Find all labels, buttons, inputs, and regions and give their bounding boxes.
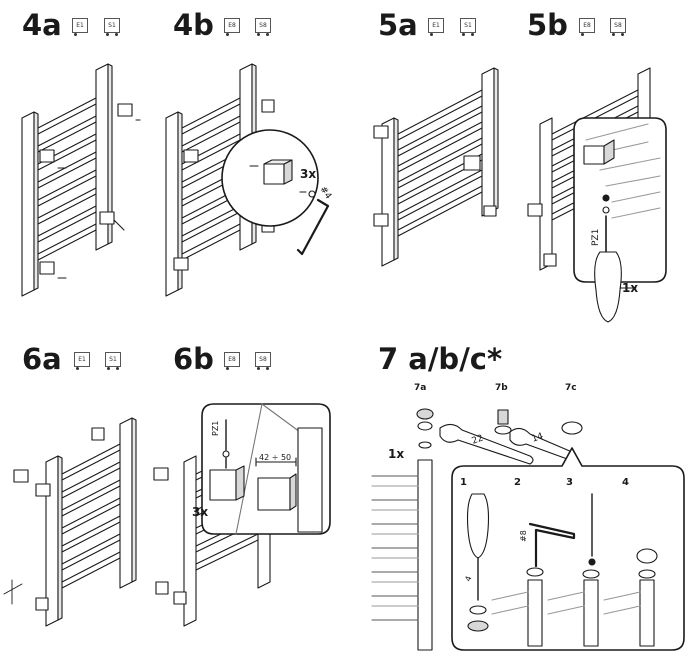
step-7-illustration xyxy=(371,408,685,651)
hex-key-icon xyxy=(296,198,330,256)
code-e1-5a: E1 xyxy=(428,18,444,36)
bracket-4a xyxy=(39,103,133,275)
code-s1-6a: S1 xyxy=(105,352,121,370)
code-s8-6b: S8 xyxy=(255,352,271,370)
sub-step-3: 3 xyxy=(566,477,573,488)
qty-1x-7: 1x xyxy=(388,447,404,461)
tool-size-4b: #4 xyxy=(317,185,333,202)
code-e1-6a: E1 xyxy=(74,352,90,370)
cap-7c-icon xyxy=(561,421,583,435)
code-s1-4a: S1 xyxy=(104,18,120,36)
code-s8-4b: S8 xyxy=(255,18,271,36)
code-s8-5b: S8 xyxy=(610,18,626,36)
dimension-6b: 42 ÷ 50 xyxy=(259,453,291,462)
step-title-5b: 5b xyxy=(527,8,568,42)
radiator-4a-tubes xyxy=(37,97,97,261)
step-title-7: 7 a/b/c* xyxy=(378,342,503,376)
step-title-6b: 6b xyxy=(173,342,214,376)
wrench-size-14: 14 xyxy=(531,431,545,444)
sub-step-2: 2 xyxy=(514,477,521,488)
code-e8-4b: E8 xyxy=(224,18,240,36)
step-title-4b: 4b xyxy=(173,8,214,42)
code-e8-6b: E8 xyxy=(224,352,240,370)
wrench-22-icon xyxy=(439,423,534,465)
step-title-5a: 5a xyxy=(378,8,418,42)
part-7b: 7b xyxy=(495,383,508,393)
radiator-6a xyxy=(3,417,137,627)
code-e8-5b: E8 xyxy=(579,18,595,36)
sub-step-4: 4 xyxy=(622,477,629,488)
wrench-size-22: 22 xyxy=(471,433,485,446)
detail-callout-7 xyxy=(451,447,685,651)
radiator-4a xyxy=(21,63,141,297)
radiator-5b xyxy=(527,67,667,323)
hex-key-icon-7 xyxy=(528,522,576,568)
part-7a: 7a xyxy=(414,383,426,393)
code-e1-4a: E1 xyxy=(72,18,88,36)
hex-key-size-7: #8 xyxy=(519,530,528,542)
radiator-6b xyxy=(153,403,331,627)
screwdriver-size-7: 4 xyxy=(463,575,473,583)
qty-3x-6b: 3x xyxy=(192,505,208,519)
sub-step-1: 1 xyxy=(460,477,467,488)
step-title-6a: 6a xyxy=(22,342,62,376)
step-title-4a: 4a xyxy=(22,8,62,42)
code-s1-5a: S1 xyxy=(460,18,476,36)
tool-size-6b: PZ1 xyxy=(211,421,220,436)
qty-3x-4b: 3x xyxy=(300,167,316,181)
qty-1x-5b: 1x xyxy=(622,281,638,295)
radiator-5a xyxy=(373,67,499,267)
radiator-4b xyxy=(165,63,330,297)
screwdriver-icon-5b xyxy=(594,251,622,323)
tool-size-5b: PZ1 xyxy=(591,229,601,246)
part-7c: 7c xyxy=(565,383,577,393)
